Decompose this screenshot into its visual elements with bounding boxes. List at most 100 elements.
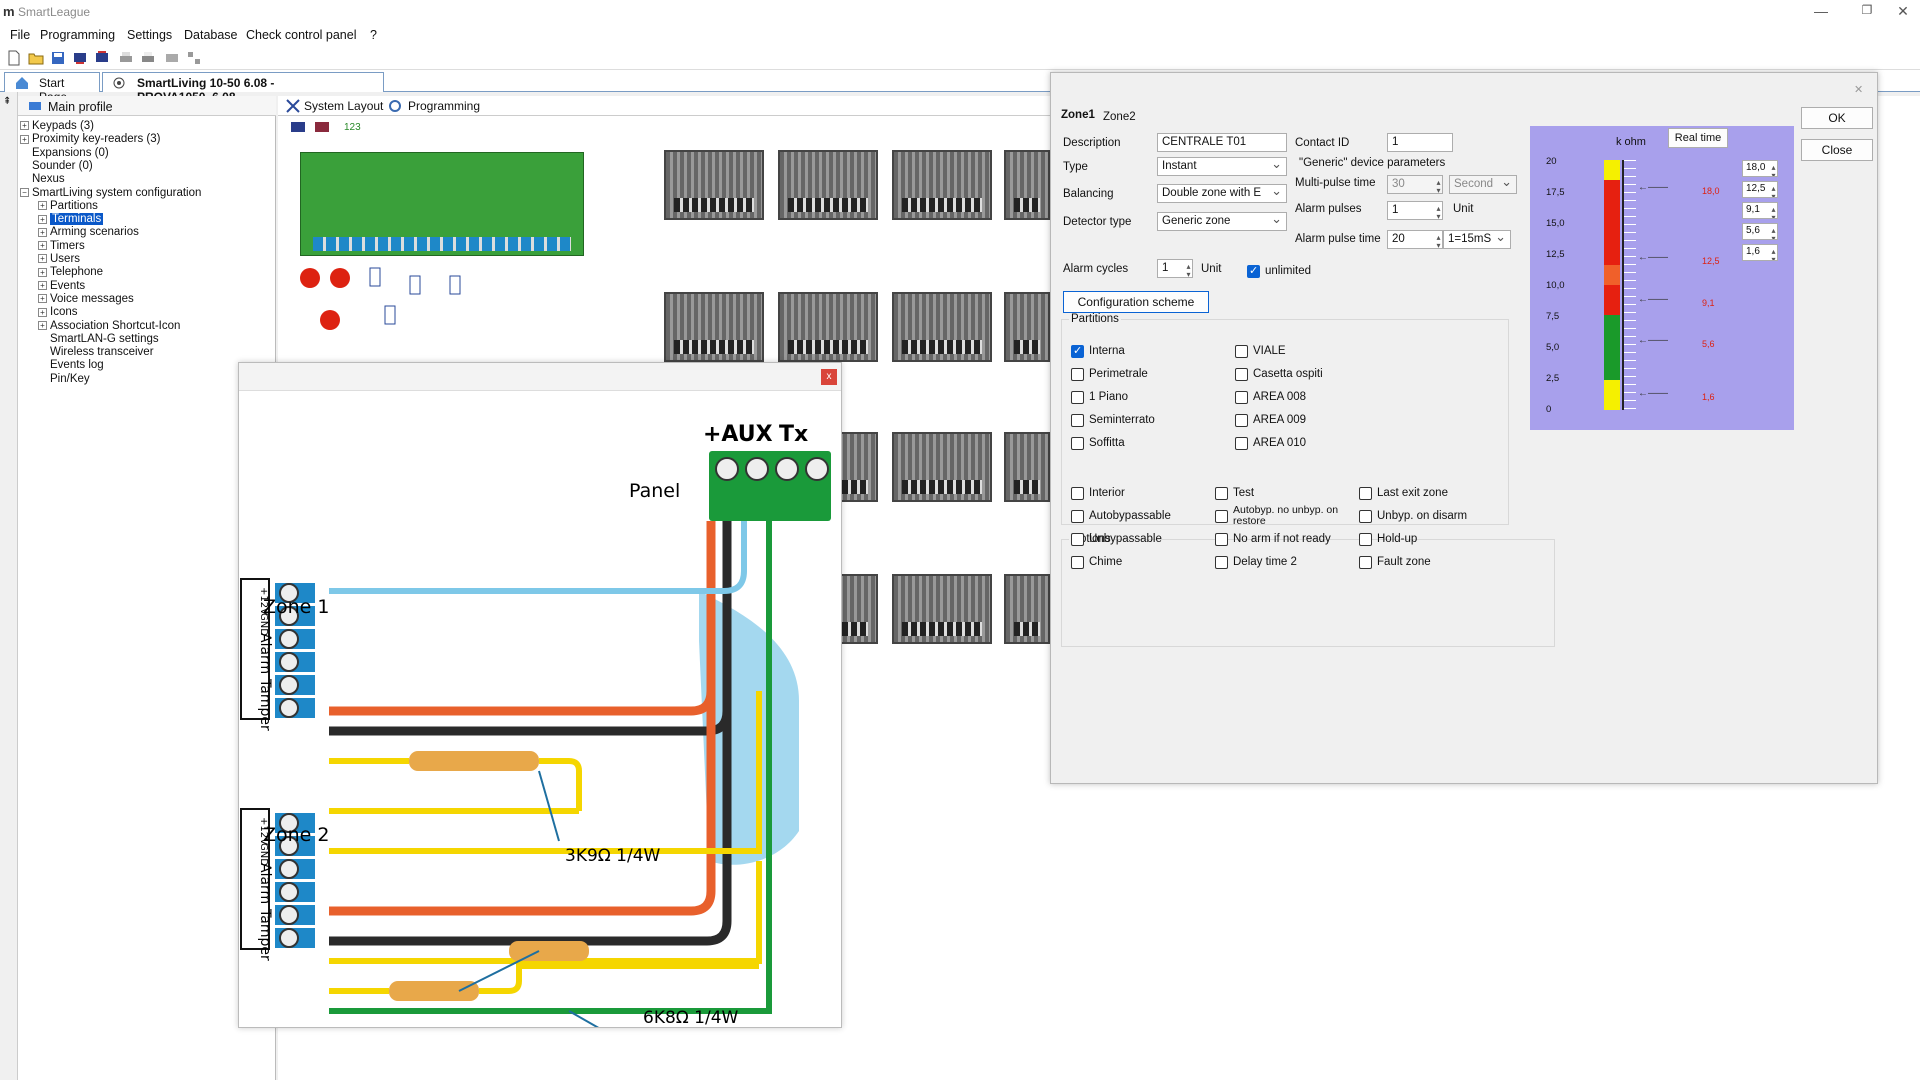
alarm-pulse-time-unit-select[interactable]: 1=15mS xyxy=(1443,230,1511,249)
network-toolbar-icon[interactable] xyxy=(186,50,202,66)
partition-checkbox[interactable] xyxy=(1071,414,1084,427)
menu-check-control-panel[interactable]: Check control panel xyxy=(246,28,356,42)
partition-checkbox[interactable] xyxy=(1235,437,1248,450)
threshold-input[interactable]: 5,6 xyxy=(1742,223,1778,240)
partition-checkbox[interactable] xyxy=(1071,391,1084,404)
tree-expander-icon[interactable]: + xyxy=(38,201,47,210)
tab-programming[interactable]: Programming xyxy=(408,99,480,113)
dialog-close-icon[interactable]: ✕ xyxy=(1854,83,1863,96)
menu-settings[interactable]: Settings xyxy=(127,28,172,42)
restore-icon[interactable]: ❐ xyxy=(1852,3,1882,17)
partition-checkbox[interactable] xyxy=(1071,437,1084,450)
threshold-input[interactable]: 12,5 xyxy=(1742,181,1778,198)
expansion-board[interactable] xyxy=(892,292,992,362)
tree-expander-icon[interactable]: + xyxy=(20,135,29,144)
type-select[interactable]: Instant xyxy=(1157,157,1287,176)
tree-expander-icon[interactable]: + xyxy=(38,321,47,330)
tree-expander-icon[interactable]: + xyxy=(38,294,47,303)
open-folder-icon[interactable] xyxy=(28,50,44,66)
alarm-pulses-input[interactable]: 1 xyxy=(1387,201,1443,220)
option-checkbox[interactable] xyxy=(1359,556,1372,569)
tab-system-layout[interactable]: System Layout xyxy=(304,99,383,113)
new-file-icon[interactable] xyxy=(6,50,22,66)
print-preview-icon[interactable] xyxy=(118,50,134,66)
menu-database[interactable]: Database xyxy=(184,28,238,42)
partition-checkbox[interactable] xyxy=(1235,414,1248,427)
menu-programming[interactable]: Programming xyxy=(40,28,115,42)
expansion-board[interactable] xyxy=(892,432,992,502)
tree-expander-icon[interactable]: + xyxy=(38,281,47,290)
expansion-board[interactable] xyxy=(892,574,992,644)
tree-expander-icon[interactable]: + xyxy=(38,268,47,277)
ok-button[interactable]: OK xyxy=(1801,107,1873,129)
expansion-board[interactable] xyxy=(1004,574,1050,644)
alarm-pulse-time-input[interactable]: 20 xyxy=(1387,230,1443,249)
menu-help[interactable]: ? xyxy=(370,28,377,42)
tab-zone1[interactable]: Zone1 xyxy=(1061,109,1095,121)
option-checkbox[interactable] xyxy=(1071,556,1084,569)
expansion-board[interactable] xyxy=(664,292,764,362)
wiring-close-icon[interactable]: x xyxy=(821,369,837,385)
export-icon[interactable] xyxy=(164,50,180,66)
tree-expander-icon[interactable]: − xyxy=(20,188,29,197)
tree-header[interactable]: Main profile xyxy=(18,96,276,116)
expansion-board[interactable] xyxy=(778,292,878,362)
partition-checkbox[interactable] xyxy=(1235,391,1248,404)
option-checkbox[interactable] xyxy=(1071,533,1084,546)
tree-expander-icon[interactable]: + xyxy=(38,215,47,224)
print-icon[interactable] xyxy=(140,50,156,66)
tab-zone2[interactable]: Zone2 xyxy=(1103,111,1136,123)
expansion-board[interactable] xyxy=(1004,432,1050,502)
configuration-scheme-button[interactable]: Configuration scheme xyxy=(1063,291,1209,313)
close-button[interactable]: Close xyxy=(1801,139,1873,161)
option-checkbox[interactable] xyxy=(1359,510,1372,523)
write-icon[interactable] xyxy=(314,120,330,134)
tree-item[interactable]: Pin/Key xyxy=(38,372,90,387)
tree-expander-icon[interactable]: + xyxy=(38,228,47,237)
option-checkbox[interactable] xyxy=(1215,533,1228,546)
tree-expander-icon[interactable]: + xyxy=(38,308,47,317)
close-window-icon[interactable]: ✕ xyxy=(1888,3,1918,20)
option-checkbox[interactable] xyxy=(1359,533,1372,546)
tree-expander-icon[interactable]: + xyxy=(20,121,29,130)
detector-type-select[interactable]: Generic zone xyxy=(1157,212,1287,231)
option-checkbox[interactable] xyxy=(1215,510,1228,523)
partition-checkbox[interactable] xyxy=(1235,368,1248,381)
option-checkbox[interactable] xyxy=(1071,487,1084,500)
expansion-board[interactable] xyxy=(1004,292,1050,362)
option-checkbox[interactable] xyxy=(1215,556,1228,569)
numbering-icon[interactable]: 123 xyxy=(344,122,361,133)
write-panel-icon[interactable] xyxy=(94,50,110,66)
tree-expander-icon[interactable]: + xyxy=(38,241,47,250)
contact-id-input[interactable]: 1 xyxy=(1387,133,1453,152)
option-checkbox[interactable] xyxy=(1071,510,1084,523)
minimize-icon[interactable]: — xyxy=(1806,3,1836,19)
tab-start-page[interactable]: Start Page xyxy=(4,72,100,92)
description-input[interactable]: CENTRALE T01 xyxy=(1157,133,1287,152)
real-time-button[interactable]: Real time xyxy=(1668,128,1728,148)
threshold-input[interactable]: 9,1 xyxy=(1742,202,1778,219)
alarm-cycles-input[interactable]: 1 xyxy=(1157,259,1193,278)
partition-checkbox[interactable] xyxy=(1235,345,1248,358)
partition-checkbox[interactable] xyxy=(1071,345,1084,358)
threshold-input[interactable]: 18,0 xyxy=(1742,160,1778,177)
expansion-board[interactable] xyxy=(892,150,992,220)
multipulse-time-input[interactable]: 30 xyxy=(1387,175,1443,194)
option-checkbox[interactable] xyxy=(1359,487,1372,500)
expansion-board[interactable] xyxy=(664,150,764,220)
collapse-up-icon[interactable]: ⇞ xyxy=(3,96,11,107)
expansion-board[interactable] xyxy=(1004,150,1050,220)
balancing-select[interactable]: Double zone with E xyxy=(1157,184,1287,203)
save-icon[interactable] xyxy=(50,50,66,66)
partition-checkbox[interactable] xyxy=(1071,368,1084,381)
control-panel-board[interactable] xyxy=(300,152,584,256)
read-panel-icon[interactable] xyxy=(72,50,88,66)
tab-smartliving-project[interactable]: SmartLiving 10-50 6.08 - PROVA1050_6.08 xyxy=(102,72,384,92)
expansion-board[interactable] xyxy=(778,150,878,220)
threshold-input[interactable]: 1,6 xyxy=(1742,244,1778,261)
tree-expander-icon[interactable]: + xyxy=(38,254,47,263)
multipulse-unit-select[interactable]: Second xyxy=(1449,175,1517,194)
menu-file[interactable]: File xyxy=(10,28,30,42)
option-checkbox[interactable] xyxy=(1215,487,1228,500)
read-icon[interactable] xyxy=(290,120,306,134)
